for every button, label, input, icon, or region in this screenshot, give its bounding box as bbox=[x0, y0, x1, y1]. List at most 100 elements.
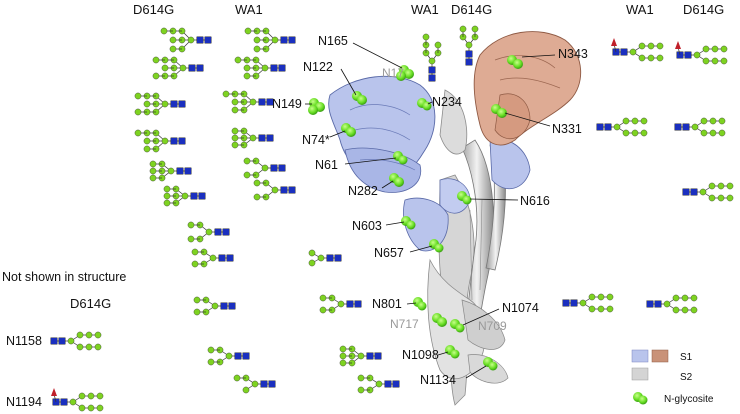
mannose-circle bbox=[163, 199, 171, 207]
glcnac-square bbox=[428, 66, 436, 74]
mannose-circle bbox=[622, 129, 630, 137]
glcnac-square bbox=[374, 352, 382, 360]
mannose-circle bbox=[76, 331, 84, 339]
mannose-circle bbox=[339, 359, 347, 367]
glcnac-square bbox=[384, 380, 392, 388]
mannose-circle bbox=[161, 137, 169, 145]
mannose-circle bbox=[672, 294, 680, 302]
glcnac-square bbox=[214, 228, 222, 236]
mannose-circle bbox=[231, 106, 239, 114]
mannose-circle bbox=[308, 259, 316, 267]
mannose-circle bbox=[243, 72, 251, 80]
glycan-glyph bbox=[134, 129, 186, 153]
glcnac-square bbox=[682, 123, 690, 131]
glycan-glyph-complex bbox=[682, 182, 734, 202]
header-d614g-left: D614G bbox=[133, 2, 174, 17]
site-label-N282: N282 bbox=[348, 184, 378, 198]
legend-s2-swatch bbox=[631, 367, 649, 381]
mannose-circle bbox=[249, 98, 257, 106]
glcnac-square bbox=[226, 254, 234, 262]
mannose-circle bbox=[613, 123, 621, 131]
mannose-circle bbox=[231, 141, 239, 149]
glcnac-square bbox=[654, 300, 662, 308]
glycosite-N122 bbox=[352, 91, 367, 105]
header-wa1-left: WA1 bbox=[235, 2, 263, 17]
glcnac-square bbox=[604, 123, 612, 131]
mannose-circle bbox=[181, 192, 189, 200]
glycosite-N603 bbox=[401, 216, 416, 230]
glycan-glyph bbox=[244, 27, 296, 53]
glycan-glyph-complex bbox=[50, 331, 102, 351]
glycan-glyph-vertical bbox=[422, 33, 442, 82]
mannose-circle bbox=[690, 306, 698, 314]
glycosite-N149 bbox=[308, 98, 325, 115]
glcnac-square bbox=[204, 36, 212, 44]
mannose-circle bbox=[708, 194, 716, 202]
glcnac-square bbox=[196, 36, 204, 44]
mannose-circle bbox=[375, 380, 383, 388]
mannose-circle bbox=[720, 57, 728, 65]
mannose-circle bbox=[271, 186, 279, 194]
mannose-circle bbox=[207, 358, 215, 366]
mannose-circle bbox=[243, 171, 251, 179]
mannose-circle bbox=[169, 45, 177, 53]
mannose-circle bbox=[271, 36, 279, 44]
glycan-glyph-complex bbox=[51, 388, 104, 412]
mannose-circle bbox=[640, 117, 648, 125]
glcnac-square bbox=[620, 48, 628, 56]
mannose-circle bbox=[597, 293, 605, 301]
mannose-circle bbox=[134, 108, 142, 116]
mannose-circle bbox=[96, 404, 104, 412]
mannose-circle bbox=[640, 129, 648, 137]
mannose-circle bbox=[357, 374, 365, 382]
glycan-glyph bbox=[187, 221, 230, 243]
mannose-circle bbox=[249, 134, 257, 142]
mannose-circle bbox=[699, 188, 707, 196]
site-label-N1074: N1074 bbox=[502, 301, 539, 315]
glcnac-square bbox=[646, 300, 654, 308]
site-label-N1194: N1194 bbox=[6, 395, 42, 409]
mannose-circle bbox=[152, 56, 160, 64]
glcnac-square bbox=[674, 123, 682, 131]
mannose-circle bbox=[357, 386, 365, 394]
mannose-circle bbox=[597, 305, 605, 313]
site-label-N709: N709 bbox=[478, 319, 507, 333]
legend-s2-label: S2 bbox=[680, 372, 693, 383]
fucose-flag bbox=[675, 41, 681, 49]
glcnac-square bbox=[596, 123, 604, 131]
glycosite-N165 bbox=[396, 65, 414, 81]
site-label-N801: N801 bbox=[372, 297, 402, 311]
legend: S1 S2 N-glycosite bbox=[631, 349, 714, 405]
glcnac-square bbox=[690, 188, 698, 196]
mannose-circle bbox=[85, 343, 93, 351]
mannose-circle bbox=[459, 25, 467, 33]
glcnac-square bbox=[258, 134, 266, 142]
glycan-glyph-complex bbox=[646, 294, 698, 314]
site-label-N61: N61 bbox=[315, 158, 338, 172]
mannose-circle bbox=[471, 25, 479, 33]
mannose-circle bbox=[720, 45, 728, 53]
mannose-circle bbox=[261, 64, 269, 72]
site-label-N331: N331 bbox=[552, 122, 582, 136]
glcnac-square bbox=[288, 36, 296, 44]
glcnac-square bbox=[222, 228, 230, 236]
mannose-circle bbox=[711, 57, 719, 65]
mannose-circle bbox=[251, 380, 259, 388]
fucose-flag bbox=[51, 388, 57, 396]
mannose-circle bbox=[149, 160, 157, 168]
mannose-circle bbox=[187, 235, 195, 243]
glcnac-square bbox=[366, 352, 374, 360]
mannose-circle bbox=[191, 248, 199, 256]
mannose-circle bbox=[243, 64, 251, 72]
glycosite-N801 bbox=[413, 297, 427, 311]
site-label-N234: N234 bbox=[432, 95, 462, 109]
mannose-circle bbox=[428, 57, 436, 65]
header-wa1-mid: WA1 bbox=[411, 2, 439, 17]
mannose-circle bbox=[579, 299, 587, 307]
glycan-glyph bbox=[231, 127, 274, 149]
glcnac-square bbox=[280, 186, 288, 194]
mannose-circle bbox=[718, 117, 726, 125]
glycosite-N709 bbox=[450, 319, 465, 333]
mannose-circle bbox=[134, 129, 142, 137]
mannose-circle bbox=[169, 36, 177, 44]
